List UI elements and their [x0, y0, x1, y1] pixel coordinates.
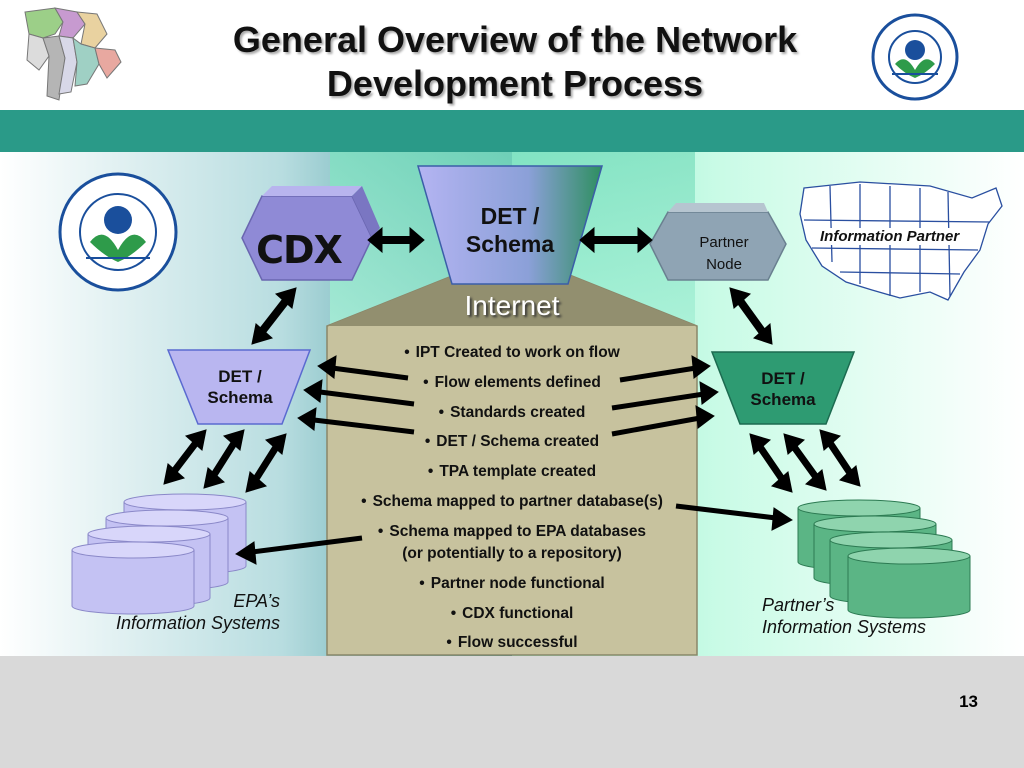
arrow-det-partner [579, 226, 653, 254]
epa-caption-line-2: Information Systems [115, 613, 280, 633]
arrow-partner-rightdet [729, 287, 773, 345]
right-det-line-1: DET / [761, 369, 805, 388]
list-item: •CDX functional [450, 604, 574, 622]
arrow-rightdet-db-1 [749, 433, 793, 493]
epa-db-1 [71, 541, 195, 615]
arrow-rightdet-db-3 [819, 429, 861, 487]
partner-databases [797, 499, 971, 619]
list-item: •Schema mapped to EPA databases(or poten… [377, 522, 647, 562]
partner-db-1 [847, 547, 971, 619]
arrow-rightdet-db-2 [783, 433, 827, 491]
header-band [0, 110, 1024, 152]
left-det-line-2: Schema [207, 388, 273, 407]
arrow-to-partner-db [675, 503, 793, 531]
list-item: •Partner node functional [419, 574, 605, 592]
epa-seal-icon [871, 13, 959, 101]
arrow-cdx-det [367, 226, 425, 254]
right-det-line-2: Schema [750, 390, 816, 409]
title-bar: General Overview of the Network Developm… [0, 0, 1024, 110]
list-item: •Schema mapped to partner database(s) [361, 492, 663, 510]
partner-node-label: Partner Node [670, 232, 778, 276]
right-det-funnel [710, 351, 856, 425]
page-title: General Overview of the Network Developm… [170, 18, 860, 106]
arrow-to-leftdet-2 [303, 379, 415, 407]
double-arrows [163, 226, 861, 493]
right-det-label: DET / Schema [738, 368, 828, 410]
partner-caption-line-1: Partner’s [762, 595, 835, 615]
center-det-line-1: DET / [480, 203, 540, 229]
center-det-label: DET / Schema [448, 202, 572, 258]
arrow-to-rightdet-3 [611, 405, 715, 437]
partner-caption-line-2: Information Systems [762, 617, 927, 637]
arrow-to-leftdet-1 [317, 355, 409, 381]
arrow-leftdet-db-1 [163, 429, 207, 485]
left-det-line-1: DET / [218, 367, 262, 386]
list-item: •TPA template created [427, 463, 597, 481]
bullet-arrows [235, 355, 793, 565]
diagram-canvas: CDX DET / Schema Partner Node Informatio… [0, 152, 1024, 656]
epa-caption-line-1: EPA’s [233, 591, 280, 611]
page-number: 13 [959, 692, 978, 711]
arrow-leftdet-db-3 [245, 433, 287, 493]
partner-node-box [649, 203, 787, 281]
arrow-leftdet-db-2 [203, 429, 245, 489]
partner-caption: Partner’s Information Systems [762, 594, 962, 638]
information-partner-label: Information Partner [818, 228, 962, 245]
title-line-1: General Overview of the Network [232, 19, 798, 60]
epa-seal-large-icon [58, 172, 178, 292]
process-steps-list: •IPT Created to work on flow •Flow eleme… [330, 338, 694, 658]
list-item: •IPT Created to work on flow [404, 344, 620, 361]
center-det-funnel [417, 165, 603, 285]
arrow-to-leftdet-3 [297, 407, 415, 435]
list-item: •Standards created [438, 403, 586, 421]
partner-node-line-2: Node [706, 256, 742, 273]
left-det-funnel [166, 349, 312, 425]
list-item: •DET / Schema created [424, 433, 600, 451]
epa-caption: EPA’s Information Systems [100, 590, 280, 634]
arrow-cdx-leftdet [251, 287, 297, 345]
arrow-to-rightdet-2 [611, 381, 719, 411]
center-det-line-2: Schema [465, 231, 555, 257]
left-det-label: DET / Schema [196, 366, 284, 408]
footer-bar: 13 [0, 656, 1024, 768]
partner-node-line-1: Partner [699, 234, 749, 251]
arrow-to-rightdet-1 [619, 355, 711, 383]
list-item: •Flow successful [446, 634, 578, 652]
title-line-2: Development Process [326, 63, 704, 104]
epa-databases [71, 493, 247, 615]
internet-label: Internet [464, 290, 560, 321]
cdx-label: CDX [256, 228, 343, 272]
great-lakes-map-icon [24, 7, 122, 101]
internet-box [326, 251, 698, 656]
arrow-to-epa-db [235, 535, 363, 565]
list-item: •Flow elements defined [423, 373, 601, 391]
